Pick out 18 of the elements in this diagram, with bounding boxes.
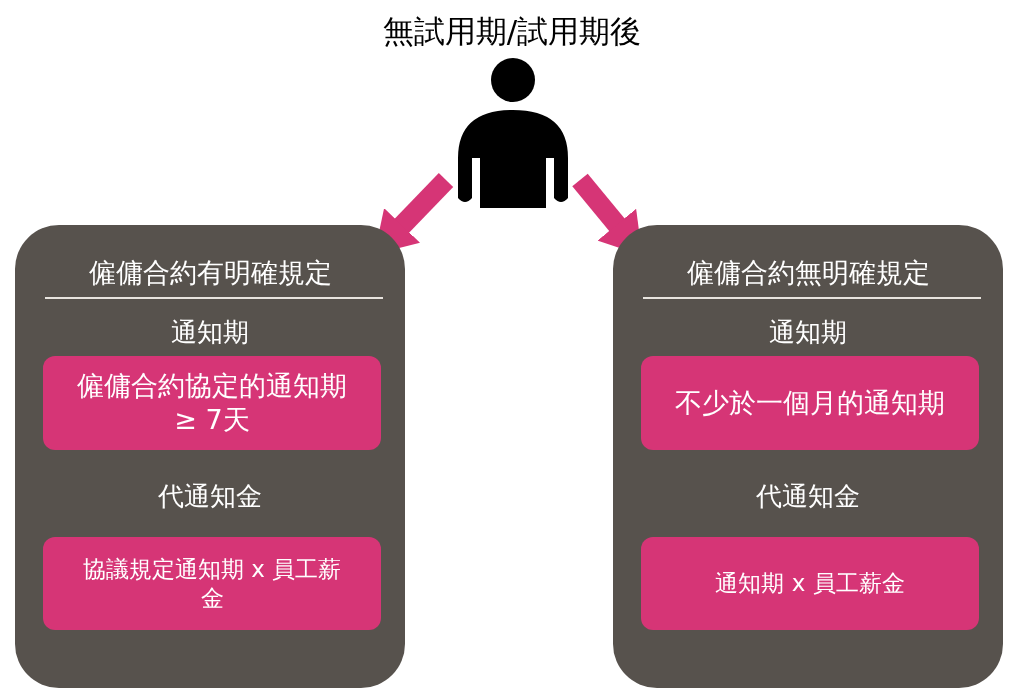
info-box	[43, 356, 381, 450]
title: 無試用期/試用期後	[382, 12, 642, 51]
section-heading: 代通知金	[158, 480, 262, 513]
panel-heading: 僱傭合約無明確規定	[686, 256, 930, 290]
person-icon	[458, 58, 568, 208]
box-text: 不少於一個月的通知期	[675, 386, 945, 420]
info-box	[641, 356, 979, 450]
box-text: 協議規定通知期 x 員工薪金	[81, 554, 343, 613]
panel-heading: 僱傭合約有明確規定	[88, 256, 332, 290]
section-heading: 代通知金	[756, 480, 860, 513]
panel	[613, 225, 1003, 688]
info-box	[43, 537, 381, 630]
section-heading: 通知期	[171, 316, 249, 349]
panel	[15, 225, 405, 688]
box-text: 僱傭合約協定的通知期 ≥ 7天	[76, 369, 348, 437]
section-heading: 通知期	[769, 316, 847, 349]
box-text: 通知期 x 員工薪金	[715, 569, 905, 598]
info-box	[641, 537, 979, 630]
